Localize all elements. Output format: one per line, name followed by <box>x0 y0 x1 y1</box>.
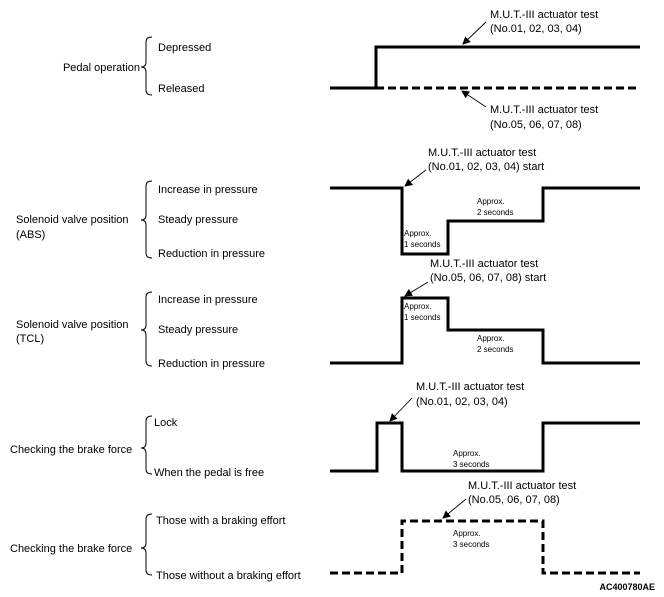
row-label-pedal-operation: Pedal operation <box>63 62 140 74</box>
leader-tcl-start <box>404 281 429 297</box>
state-with-braking-effort: Those with a braking effort <box>156 515 285 527</box>
annotation-abs-approx-1s-line1: Approx. <box>404 229 432 238</box>
annotation-brake-effort-approx-3s-line2: 3 seconds <box>453 540 489 549</box>
leader-brake-lock-test <box>389 397 413 422</box>
annotation-tcl-approx-1s-line2: 1 seconds <box>404 313 440 322</box>
annotation-pedal-test-1-4-line1: M.U.T.-III actuator test <box>490 9 598 21</box>
brace-solenoid-tcl <box>140 291 153 367</box>
state-abs-increase: Increase in pressure <box>158 184 258 196</box>
figure-code: AC400780AE <box>599 582 655 592</box>
row-brake-force-effort: Checking the brake force Those with a br… <box>10 480 640 582</box>
annotation-brake-effort-test-line2: (No.05, 06, 07, 08) <box>468 494 560 506</box>
state-tcl-reduction: Reduction in pressure <box>158 358 265 370</box>
annotation-tcl-approx-1s-line1: Approx. <box>404 302 432 311</box>
state-lock: Lock <box>154 417 178 429</box>
leader-pedal-test-5-8 <box>461 90 487 108</box>
annotation-tcl-start-line2: (No.05, 06, 07, 08) start <box>430 272 546 284</box>
state-pedal-free: When the pedal is free <box>154 467 264 479</box>
annotation-brake-lock-approx-3s-line2: 3 seconds <box>453 460 489 469</box>
annotation-pedal-test-1-4-line2: (No.01, 02, 03, 04) <box>490 23 582 35</box>
signal-pedal-test-1-4 <box>330 45 640 90</box>
annotation-tcl-approx-2s-line1: Approx. <box>477 334 505 343</box>
brace-brake-force-effort <box>140 513 153 576</box>
leader-brake-effort-test <box>442 498 467 519</box>
row-label-brake-force-effort: Checking the brake force <box>10 543 132 555</box>
row-label-solenoid-abs-line1: Solenoid valve position <box>16 214 129 226</box>
signal-brake-force-lock <box>330 421 640 473</box>
row-solenoid-tcl: Solenoid valve position (TCL) Increase i… <box>16 258 640 370</box>
row-pedal-operation: Pedal operation Depressed Released M.U.T… <box>63 9 640 131</box>
signal-brake-force-effort <box>330 519 640 575</box>
annotation-abs-approx-2s-line2: 2 seconds <box>477 208 513 217</box>
leader-pedal-test-1-4 <box>462 21 487 45</box>
state-abs-steady: Steady pressure <box>158 214 238 226</box>
annotation-pedal-test-5-8-line1: M.U.T.-III actuator test <box>490 104 598 116</box>
annotation-brake-effort-approx-3s-line1: Approx. <box>453 529 481 538</box>
state-tcl-increase: Increase in pressure <box>158 294 258 306</box>
state-tcl-steady: Steady pressure <box>158 324 238 336</box>
state-without-braking-effort: Those without a braking effort <box>156 570 301 582</box>
row-label-solenoid-tcl-line1: Solenoid valve position <box>16 319 129 331</box>
brace-pedal-operation <box>140 36 153 96</box>
annotation-brake-lock-test-line2: (No.01, 02, 03, 04) <box>416 396 508 408</box>
state-abs-reduction: Reduction in pressure <box>158 248 265 260</box>
state-released: Released <box>158 83 204 95</box>
annotation-abs-approx-1s-line2: 1 seconds <box>404 240 440 249</box>
annotation-abs-start-line2: (No.01, 02, 03, 04) start <box>428 161 544 173</box>
annotation-brake-lock-test-line1: M.U.T.-III actuator test <box>416 381 524 393</box>
annotation-tcl-approx-2s-line2: 2 seconds <box>477 345 513 354</box>
annotation-pedal-test-5-8-line2: (No.05, 06, 07, 08) <box>490 119 582 131</box>
signal-solenoid-abs <box>330 186 640 256</box>
row-label-brake-force-lock: Checking the brake force <box>10 444 132 456</box>
brace-brake-force-lock <box>140 415 153 475</box>
signal-solenoid-tcl <box>330 296 640 365</box>
brace-solenoid-abs <box>140 180 153 259</box>
annotation-brake-effort-test-line1: M.U.T.-III actuator test <box>468 480 576 492</box>
annotation-brake-lock-approx-3s-line1: Approx. <box>453 449 481 458</box>
row-label-solenoid-tcl-line2: (TCL) <box>16 333 44 345</box>
state-depressed: Depressed <box>158 42 211 54</box>
annotation-abs-approx-2s-line1: Approx. <box>477 197 505 206</box>
row-solenoid-abs: Solenoid valve position (ABS) Increase i… <box>16 147 640 260</box>
row-brake-force-lock: Checking the brake force Lock When the p… <box>10 381 640 479</box>
row-label-solenoid-abs-line2: (ABS) <box>16 229 45 241</box>
leader-abs-start <box>404 169 427 187</box>
annotation-tcl-start-line1: M.U.T.-III actuator test <box>430 258 538 270</box>
annotation-abs-start-line1: M.U.T.-III actuator test <box>428 147 536 159</box>
